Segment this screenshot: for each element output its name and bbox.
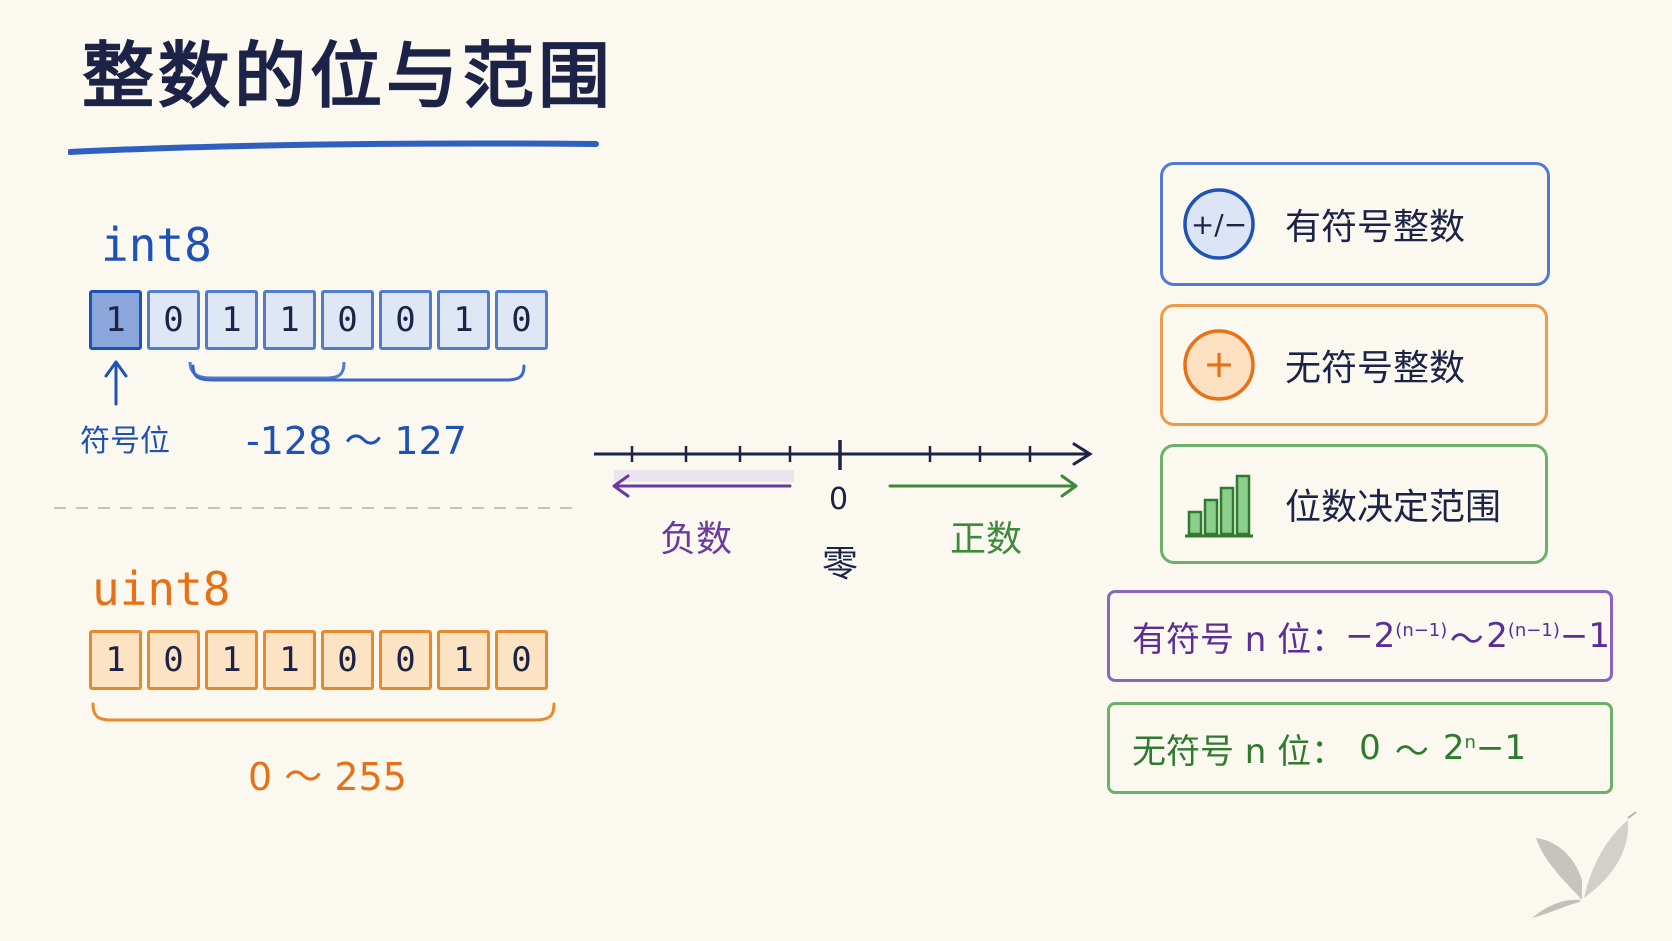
int8-range: -128 ～ 127 — [246, 419, 467, 463]
title-underline — [68, 140, 599, 155]
signed-tilde: ～ — [1449, 619, 1484, 660]
uint8-range: 0 ～ 255 — [248, 755, 407, 799]
signed-formula-prefix: 有符号 n 位： — [1132, 619, 1346, 660]
signed-upper-exponent: (n−1) — [1507, 619, 1560, 641]
int8-label: int8 — [101, 218, 212, 272]
butterfly-watermark-icon — [1532, 811, 1637, 918]
page-title: 整数的位与范围 — [82, 34, 615, 118]
unsigned-upper-base: 2 — [1442, 728, 1465, 768]
unsigned-lower: 0 — [1359, 728, 1381, 768]
int8-bit: 1 — [263, 290, 316, 350]
int8-bit: 1 — [437, 290, 490, 350]
unsigned-integer-card: + 无符号整数 — [1160, 304, 1548, 426]
uint8-bit-row: 1 0 1 1 0 0 1 0 — [89, 630, 548, 690]
int8-magnitude-bracket — [191, 364, 526, 382]
sign-bit-label: 符号位 — [80, 424, 170, 459]
plus-icon: + — [1181, 327, 1257, 403]
signed-range-formula: 有符号 n 位： −2(n−1) ～ 2(n−1)−1 — [1107, 590, 1613, 682]
signed-lower-base: −2 — [1345, 616, 1396, 656]
bit-width-label: 位数决定范围 — [1285, 487, 1502, 528]
svg-text:+/−: +/− — [1191, 208, 1247, 241]
unsigned-upper-suffix: −1 — [1475, 728, 1526, 768]
plus-minus-icon: +/− — [1181, 186, 1257, 262]
uint8-bit: 0 — [379, 630, 432, 690]
uint8-bit: 0 — [321, 630, 374, 690]
unsigned-tilde: ～ — [1394, 731, 1429, 772]
number-line — [594, 440, 1093, 498]
uint8-bit: 1 — [205, 630, 258, 690]
signed-integer-card: +/− 有符号整数 — [1160, 162, 1550, 286]
bar-chart-icon — [1181, 466, 1257, 542]
zero-value: 0 — [829, 482, 849, 517]
uint8-label: uint8 — [92, 562, 231, 616]
int8-bit: 0 — [321, 290, 374, 350]
int8-bit: 1 — [205, 290, 258, 350]
unsigned-integer-label: 无符号整数 — [1285, 348, 1466, 389]
uint8-bit: 1 — [89, 630, 142, 690]
int8-sign-bit: 1 — [89, 290, 142, 350]
uint8-bit: 1 — [437, 630, 490, 690]
bit-width-card: 位数决定范围 — [1160, 444, 1548, 564]
uint8-range-bracket — [91, 702, 556, 722]
uint8-bit: 1 — [263, 630, 316, 690]
uint8-bit: 0 — [147, 630, 200, 690]
negative-label: 负数 — [660, 519, 733, 560]
zero-label: 零 — [822, 544, 859, 585]
signed-upper-base: 2 — [1486, 616, 1508, 656]
svg-text:+: + — [1203, 342, 1235, 386]
section-divider — [54, 507, 574, 509]
unsigned-formula-prefix: 无符号 n 位： — [1132, 731, 1346, 772]
int8-bit: 0 — [147, 290, 200, 350]
signed-lower-exponent: (n−1) — [1395, 619, 1448, 641]
uint8-bit: 0 — [495, 630, 548, 690]
int8-bit: 0 — [495, 290, 548, 350]
int8-bit-row: 1 0 1 1 0 0 1 0 — [89, 290, 548, 350]
int8-bit: 0 — [379, 290, 432, 350]
positive-label: 正数 — [950, 519, 1023, 560]
signed-integer-label: 有符号整数 — [1285, 207, 1466, 248]
unsigned-upper-exponent: n — [1464, 731, 1476, 753]
signed-upper-suffix: −1 — [1559, 616, 1610, 656]
